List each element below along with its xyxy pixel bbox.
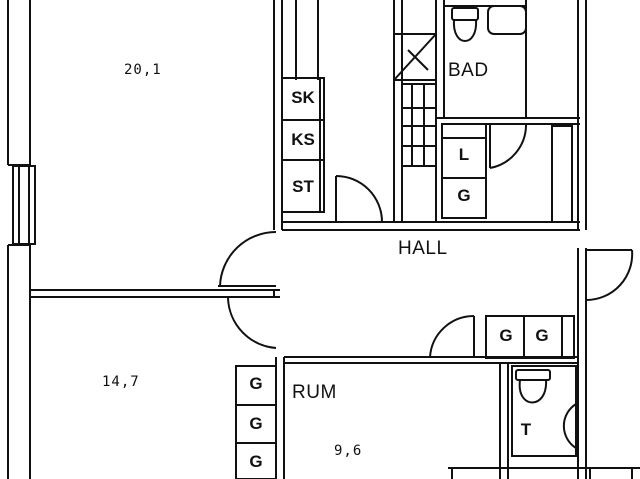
cabinet-label-g-hall-1: G: [499, 326, 513, 345]
cabinet-label-sk: SK: [291, 88, 315, 107]
rum-cabinets: [235, 365, 277, 479]
exterior-wall-right: [577, 248, 634, 479]
bath-door: [489, 123, 528, 169]
hall-closet-right: [551, 125, 573, 223]
room-area-rum: 9,6: [334, 443, 363, 459]
toilet-bath: [451, 7, 479, 42]
hall-top-wall: [282, 221, 580, 231]
cabinet-label-g-left-3: G: [249, 452, 263, 471]
cabinet-label-st: ST: [292, 177, 314, 196]
laundry-column: [441, 123, 487, 219]
window-left: [12, 165, 36, 245]
cabinet-label-l: L: [458, 145, 470, 164]
room-area-bottom-left: 14,7: [102, 374, 140, 390]
bathroom-walls: [435, 0, 587, 230]
room-name-hall: HALL: [398, 238, 448, 259]
cabinet-label-g-bath: G: [457, 186, 471, 205]
wc-room: [448, 363, 640, 479]
cabinet-label-g-left-1: G: [249, 374, 263, 393]
room-name-bad: BAD: [448, 60, 489, 81]
door-left-room-lower: [227, 297, 277, 349]
partition-wall-left: [30, 289, 280, 298]
cabinet-label-ks: KS: [291, 130, 315, 149]
sink-bath: [487, 5, 527, 35]
cabinet-label-g-left-2: G: [249, 414, 263, 433]
kitchen-column: [281, 0, 325, 213]
cabinet-label-g-hall-2: G: [535, 326, 549, 345]
room-area-top-left: 20,1: [124, 62, 162, 78]
room-name-rum: RUM: [292, 382, 337, 403]
door-kitchen: [335, 175, 383, 223]
stair-shaft: [393, 0, 437, 222]
exterior-wall-left: [7, 0, 31, 479]
door-left-room-upper: [218, 231, 277, 287]
cabinet-label-t: T: [520, 420, 532, 439]
hall-cabinets: [485, 315, 575, 359]
door-rum: [429, 314, 475, 358]
